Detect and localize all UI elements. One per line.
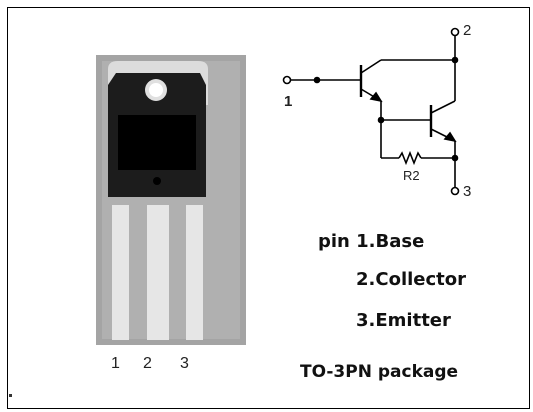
schematic-pin3-label: 3 bbox=[463, 183, 472, 200]
pin1-terminal bbox=[282, 75, 292, 85]
pinout-line-collector: 2.Collector bbox=[356, 269, 467, 290]
schematic-pin2-label: 2 bbox=[463, 22, 472, 39]
lead-3 bbox=[186, 205, 203, 340]
pin2-terminal bbox=[450, 27, 460, 37]
pinout-line-base: pin 1.Base bbox=[318, 231, 425, 252]
darlington-schematic bbox=[282, 27, 460, 196]
body-dot bbox=[153, 177, 161, 185]
resistor-label: R2 bbox=[403, 168, 420, 183]
photo-pin-number-2: 2 bbox=[143, 355, 152, 372]
package-name: TO-3PN package bbox=[300, 362, 459, 382]
body-face bbox=[118, 115, 196, 170]
lead-1 bbox=[112, 205, 129, 340]
q1-collector-leg bbox=[360, 59, 382, 74]
pinout-line-emitter: 3.Emitter bbox=[356, 310, 451, 331]
q2-collector-leg bbox=[430, 100, 456, 114]
photo-pin-number-1: 1 bbox=[111, 355, 120, 372]
corner-mark bbox=[9, 394, 12, 397]
resistor-zigzag bbox=[398, 150, 422, 166]
collector-junction-dot bbox=[451, 56, 459, 64]
photo-pin-number-3: 3 bbox=[180, 355, 189, 372]
pin3-terminal bbox=[450, 186, 460, 196]
transistor-package-photo bbox=[96, 55, 246, 345]
q2-emitter-arrow bbox=[443, 131, 457, 143]
diagram-frame bbox=[7, 7, 530, 409]
mounting-hole-inner bbox=[149, 83, 163, 97]
schematic-pin1-label: 1 bbox=[284, 93, 293, 110]
lead-2 bbox=[147, 205, 169, 340]
base-junction-dot bbox=[313, 76, 321, 84]
q1-emitter-arrow bbox=[369, 91, 383, 103]
